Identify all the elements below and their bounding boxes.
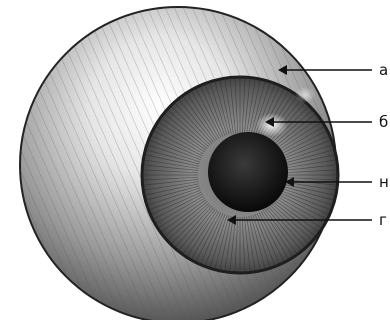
callout-c-label: н: [379, 173, 389, 191]
callout-a-label: a: [379, 61, 388, 79]
callout-b-label: б: [379, 113, 388, 131]
callout-d-label: г: [379, 211, 387, 229]
pupil: [208, 132, 288, 212]
